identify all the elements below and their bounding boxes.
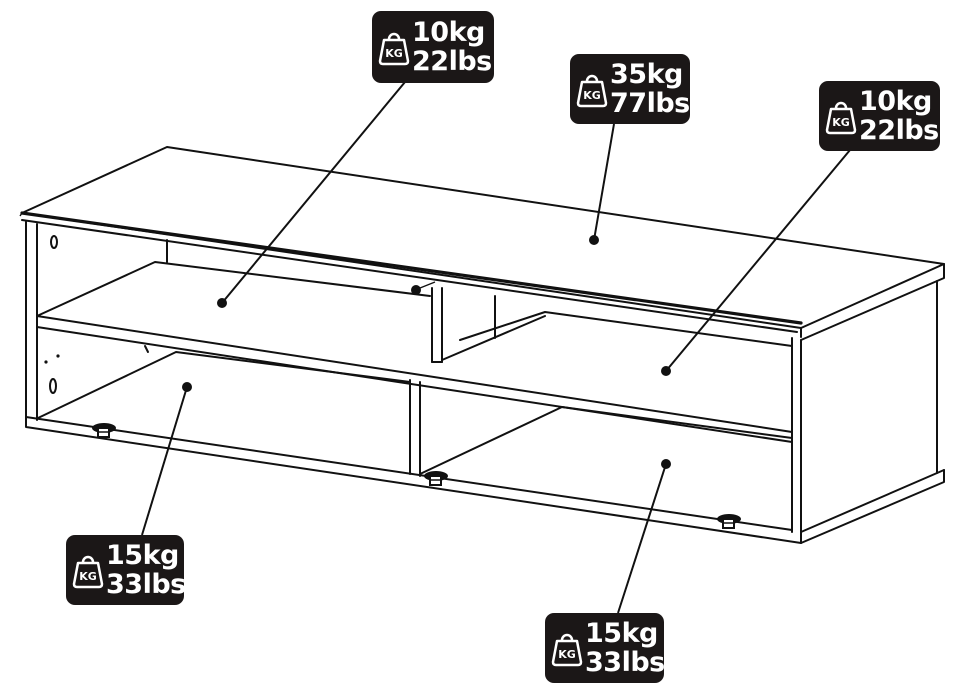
svg-text:KG: KG [385,47,403,60]
cam-fitting-icons [92,423,741,529]
upper-shelf [36,261,793,443]
lower-compartments [25,345,945,544]
cam-fitting-icon [424,471,448,486]
leader-lines [141,81,851,614]
upper-divider [411,281,546,363]
kg-weight-icon: KG [72,555,104,589]
kg-weight-icon: KG [825,101,857,135]
kg-weight-icon: KG [551,633,583,667]
cam-fitting-icon [92,423,116,438]
load-badge-lower-left-compartment: KG 15kg 33lbs [66,535,186,605]
load-badge-lower-right-compartment: KG 15kg 33lbs [545,613,665,683]
top-panel [19,146,945,341]
right-side-panel [791,280,938,534]
load-lbs: 33lbs [106,569,186,600]
kg-weight-icon: KG [378,32,410,66]
load-lbs: 22lbs [412,46,492,77]
load-lbs: 77lbs [610,88,690,119]
cam-fitting-icon [717,514,741,529]
load-badge-top-surface: KG 35kg 77lbs [570,54,690,124]
svg-text:KG: KG [79,570,97,583]
load-lbs: 22lbs [859,115,939,146]
svg-text:KG: KG [558,648,576,661]
svg-text:KG: KG [832,116,850,129]
load-kg: 15kg [585,618,658,649]
load-badge-upper-left-shelf: KG 10kg 22lbs [372,11,494,83]
load-badge-upper-right-shelf: KG 10kg 22lbs [819,81,940,151]
load-kg: 15kg [106,540,179,571]
load-kg: 10kg [412,17,485,48]
load-kg: 10kg [859,86,932,117]
load-kg: 35kg [610,59,683,90]
load-lbs: 33lbs [585,647,665,678]
left-side-panel [25,221,60,421]
kg-weight-icon: KG [576,74,608,108]
svg-text:KG: KG [583,89,601,102]
